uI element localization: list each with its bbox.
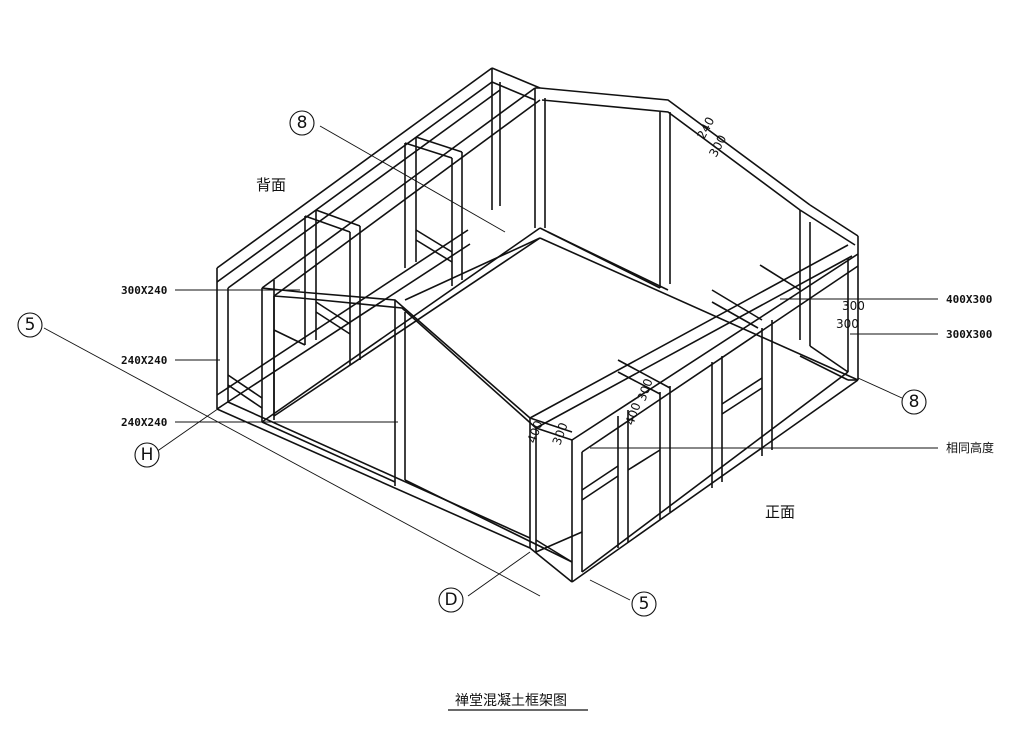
dim-400x300: 400X300 xyxy=(946,293,992,306)
svg-text:D: D xyxy=(444,590,457,610)
back-face-label: 背面 xyxy=(256,176,286,194)
dim-front-300-b: 300 xyxy=(836,317,859,331)
svg-text:5: 5 xyxy=(639,594,650,614)
svg-text:8: 8 xyxy=(909,392,920,412)
grid-bubble-right-8: 8 xyxy=(901,389,927,415)
drawing-title: 禅堂混凝土框架图 xyxy=(455,693,567,709)
back-left-wall xyxy=(216,67,541,422)
grid-bubble-top-8: 8 xyxy=(289,110,315,136)
grid-bubble-bottom-5: 5 xyxy=(631,591,657,617)
svg-text:H: H xyxy=(141,445,154,465)
concrete-frame-model xyxy=(216,67,859,583)
same-height-label: 相同高度 xyxy=(946,440,994,455)
svg-text:5: 5 xyxy=(25,315,36,335)
dim-corner-400: 400 xyxy=(525,419,546,445)
dim-300x300: 300X300 xyxy=(946,328,992,341)
leader-lines xyxy=(43,125,938,601)
front-long-wall xyxy=(529,244,859,583)
dim-240x240-lower: 240X240 xyxy=(121,416,167,429)
grid-bubble-left-5: 5 xyxy=(17,312,43,338)
front-face-label: 正面 xyxy=(765,503,795,521)
grid-bubble-left-H: H xyxy=(134,442,160,468)
floor-outline xyxy=(404,237,859,563)
dim-240x240-upper: 240X240 xyxy=(121,354,167,367)
inner-long-wall xyxy=(261,87,541,423)
dim-front-300-a: 300 xyxy=(842,299,865,313)
dim-300x240: 300X240 xyxy=(121,284,167,297)
grid-bubble-bottom-D: D xyxy=(438,587,464,613)
dim-mid-300: 300 xyxy=(635,377,656,403)
rear-gable-wall xyxy=(534,87,811,291)
svg-text:8: 8 xyxy=(297,113,308,133)
right-end-wall xyxy=(799,204,859,381)
dim-corner-300: 300 xyxy=(550,421,571,447)
